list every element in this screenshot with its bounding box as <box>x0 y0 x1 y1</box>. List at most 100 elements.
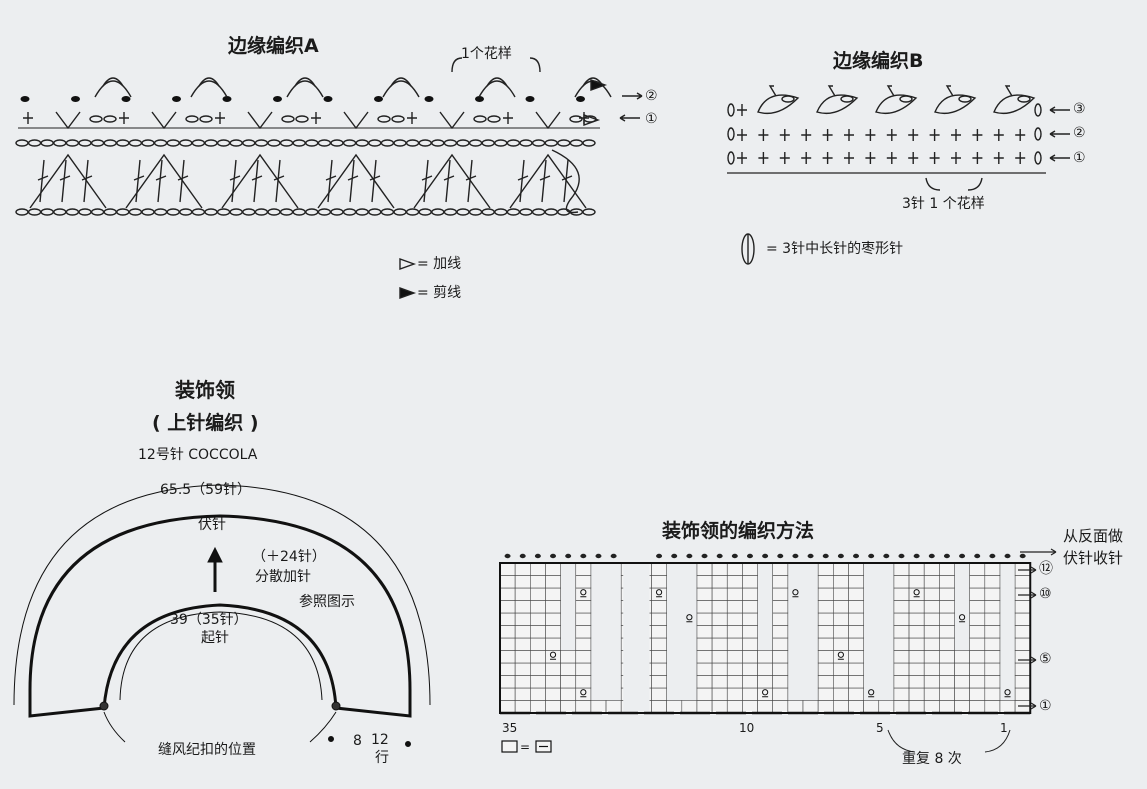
chart-cell <box>954 675 970 689</box>
chart-cell <box>590 700 607 714</box>
chart-cell <box>514 687 531 701</box>
rows-dot <box>405 741 411 747</box>
chart-cell <box>954 662 970 676</box>
legend-puff-stitch: = 3针中长针的枣形针 <box>766 241 904 257</box>
chart-cell <box>984 637 1001 651</box>
chart-cell <box>893 700 910 714</box>
chart-stitch-35: 35 <box>502 721 518 735</box>
chain-stitch-symbol <box>317 139 332 147</box>
chain-stitch-symbol <box>216 208 231 216</box>
chart-cell <box>908 650 925 664</box>
bind-off-dot <box>686 553 693 559</box>
single-crochet-symbol <box>119 112 129 124</box>
bind-off-dot <box>731 553 738 559</box>
chain-stitch-symbol <box>179 208 193 216</box>
chart-cell <box>499 600 516 614</box>
chain-stitch-symbol <box>53 139 67 147</box>
slip-stitch-symbol <box>576 96 585 102</box>
chain-stitch-symbol <box>368 139 382 147</box>
chart-cell <box>514 662 531 676</box>
chart-title: 装饰领的编织方法 <box>662 520 815 542</box>
chart-cell <box>696 575 713 589</box>
fan-stitch-group <box>29 153 107 209</box>
chart-cell <box>742 637 758 651</box>
collar-increase: （＋24针） <box>252 549 326 565</box>
chain-stitch-symbol <box>330 139 344 147</box>
chain-stitch-symbol <box>405 139 420 147</box>
chart-cell <box>817 587 834 601</box>
collar-button-position: 缝风纪扣的位置 <box>158 742 256 758</box>
chain-stitch-symbol <box>391 115 405 123</box>
chart-cell <box>817 612 834 626</box>
chart-cell <box>560 650 577 664</box>
chain-stitch-symbol <box>292 208 306 216</box>
chart-cell <box>529 600 546 614</box>
chart-cell <box>529 662 546 676</box>
chart-repeat-note: 重复 8 次 <box>902 751 962 767</box>
chain-stitch-symbol <box>393 139 407 147</box>
double-crochet-symbol <box>155 159 167 203</box>
chart-bind-off-note-2: 伏针收针 <box>1063 549 1124 567</box>
single-crochet-symbol <box>779 129 790 141</box>
chain-stitch-symbol <box>443 208 458 216</box>
chain-stitch-symbol <box>569 115 583 123</box>
single-crochet-symbol <box>844 129 854 141</box>
increase-symbol <box>837 651 844 658</box>
chart-cell <box>772 562 789 576</box>
chart-cell <box>696 662 713 676</box>
chart-cell <box>742 650 758 664</box>
single-crochet-symbol <box>886 152 897 164</box>
chart-cell <box>939 662 955 676</box>
chart-cell <box>545 637 561 651</box>
chart-cell <box>923 600 940 614</box>
double-crochet-symbol <box>273 159 285 203</box>
chain-stitch-symbol <box>1017 95 1031 103</box>
chart-cell <box>499 625 516 639</box>
chain-stitch-symbol <box>242 139 256 147</box>
chart-cell <box>984 675 1001 689</box>
bind-off-dot <box>959 553 966 559</box>
chart-cell <box>848 650 864 664</box>
chain-stitch-symbol <box>519 139 533 147</box>
chain-stitch-symbol <box>27 208 42 216</box>
turning-chain-symbol <box>1034 103 1042 117</box>
chart-cell <box>651 575 667 589</box>
chart-cell <box>832 575 849 589</box>
chart-cell <box>772 675 789 689</box>
repeat-bracket <box>887 729 1011 753</box>
chart-cell <box>545 612 561 626</box>
arrow-right-icon <box>622 92 643 100</box>
double-crochet-symbol <box>561 159 573 203</box>
chain-stitch-symbol <box>40 139 54 147</box>
chart-cell <box>772 700 789 714</box>
collar-side-rows-unit: 行 <box>375 750 389 766</box>
chain-stitch-symbol <box>531 139 546 147</box>
chart-cell <box>848 675 864 689</box>
chart-cell <box>514 587 531 601</box>
chart-cell <box>893 662 910 676</box>
fan-stitch-group <box>317 153 395 209</box>
chart-row-label-5: ⑤ <box>1039 651 1052 667</box>
chart-cell <box>848 600 864 614</box>
collar-outline <box>28 514 412 718</box>
edge-a-chart <box>15 57 643 216</box>
chart-cell <box>908 575 925 589</box>
chart-cell <box>651 612 667 626</box>
chart-cell <box>1014 700 1031 714</box>
chart-cell <box>529 587 546 601</box>
chart-cell <box>726 575 743 589</box>
picot-arc-inner <box>102 77 124 87</box>
single-crochet-symbol <box>951 152 961 164</box>
bind-off-dot <box>928 553 935 559</box>
chart-cell <box>984 600 1001 614</box>
edge-b-row-1: ① <box>1073 150 1086 166</box>
chart-cell <box>529 625 546 639</box>
chart-cell <box>969 650 986 664</box>
chart-cell <box>969 700 986 714</box>
chart-cell <box>893 562 910 576</box>
chain-stitch-symbol <box>116 139 130 147</box>
chain-stitch-symbol <box>65 139 80 147</box>
chart-cell <box>514 575 531 589</box>
chart-cell <box>742 562 758 576</box>
repeat-bracket <box>925 177 983 191</box>
